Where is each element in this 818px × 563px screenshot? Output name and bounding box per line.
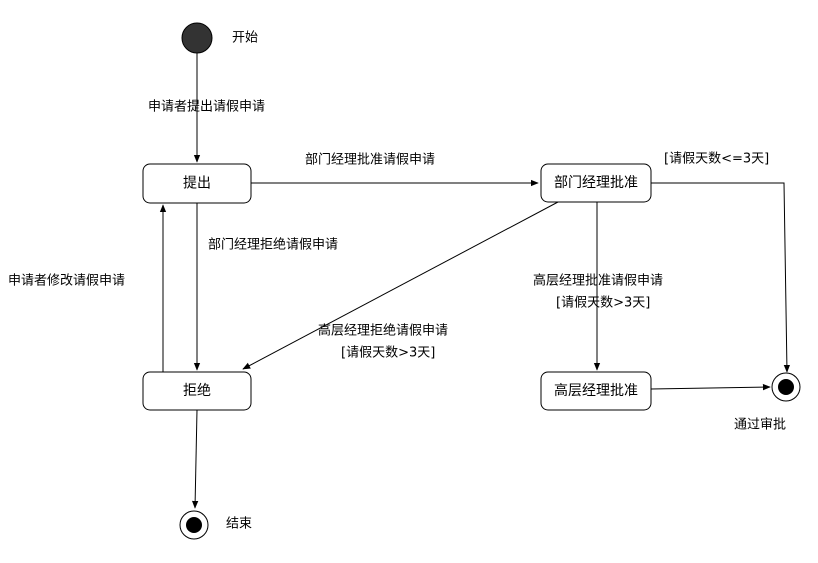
initial-state (181, 22, 213, 54)
edge-senior-rejects (242, 201, 559, 370)
edge-short-leave-guard: [请假天数<=3天] (664, 152, 769, 167)
final-state-end-label: 结束 (226, 517, 252, 532)
state-dept-approve-label: 部门经理批准 (554, 175, 638, 191)
edge-to-end (191, 409, 199, 509)
state-submit[interactable]: 提出 (142, 163, 252, 204)
edge-dept-rejects-label: 部门经理拒绝请假申请 (208, 237, 338, 253)
edge-apply-label: 申请者提出请假申请 (148, 99, 265, 115)
state-reject-label: 拒绝 (183, 383, 211, 399)
edge-senior-approves-guard: [请假天数>3天] (556, 296, 650, 311)
state-senior-approve[interactable]: 高层经理批准 (540, 371, 652, 411)
edge-senior-approves-label: 高层经理批准请假申请 (533, 273, 663, 289)
final-state-approved-label: 通过审批 (734, 418, 786, 433)
state-reject[interactable]: 拒绝 (142, 371, 252, 411)
edge-senior-rejects-label: 高层经理拒绝请假申请 (318, 323, 448, 339)
edge-senior-rejects-guard: [请假天数>3天] (341, 346, 435, 361)
initial-state-label: 开始 (232, 31, 258, 46)
edge-dept-approves-label: 部门经理批准请假申请 (305, 153, 435, 168)
edge-short-leave (651, 182, 791, 373)
state-submit-label: 提出 (183, 176, 211, 192)
edge-senior-to-end (650, 383, 771, 391)
state-senior-approve-label: 高层经理批准 (554, 382, 638, 399)
final-state-approved (771, 372, 801, 402)
final-state-end (179, 510, 209, 540)
edge-modify-label: 申请者修改请假申请 (8, 274, 125, 289)
state-dept-approve[interactable]: 部门经理批准 (540, 163, 652, 203)
